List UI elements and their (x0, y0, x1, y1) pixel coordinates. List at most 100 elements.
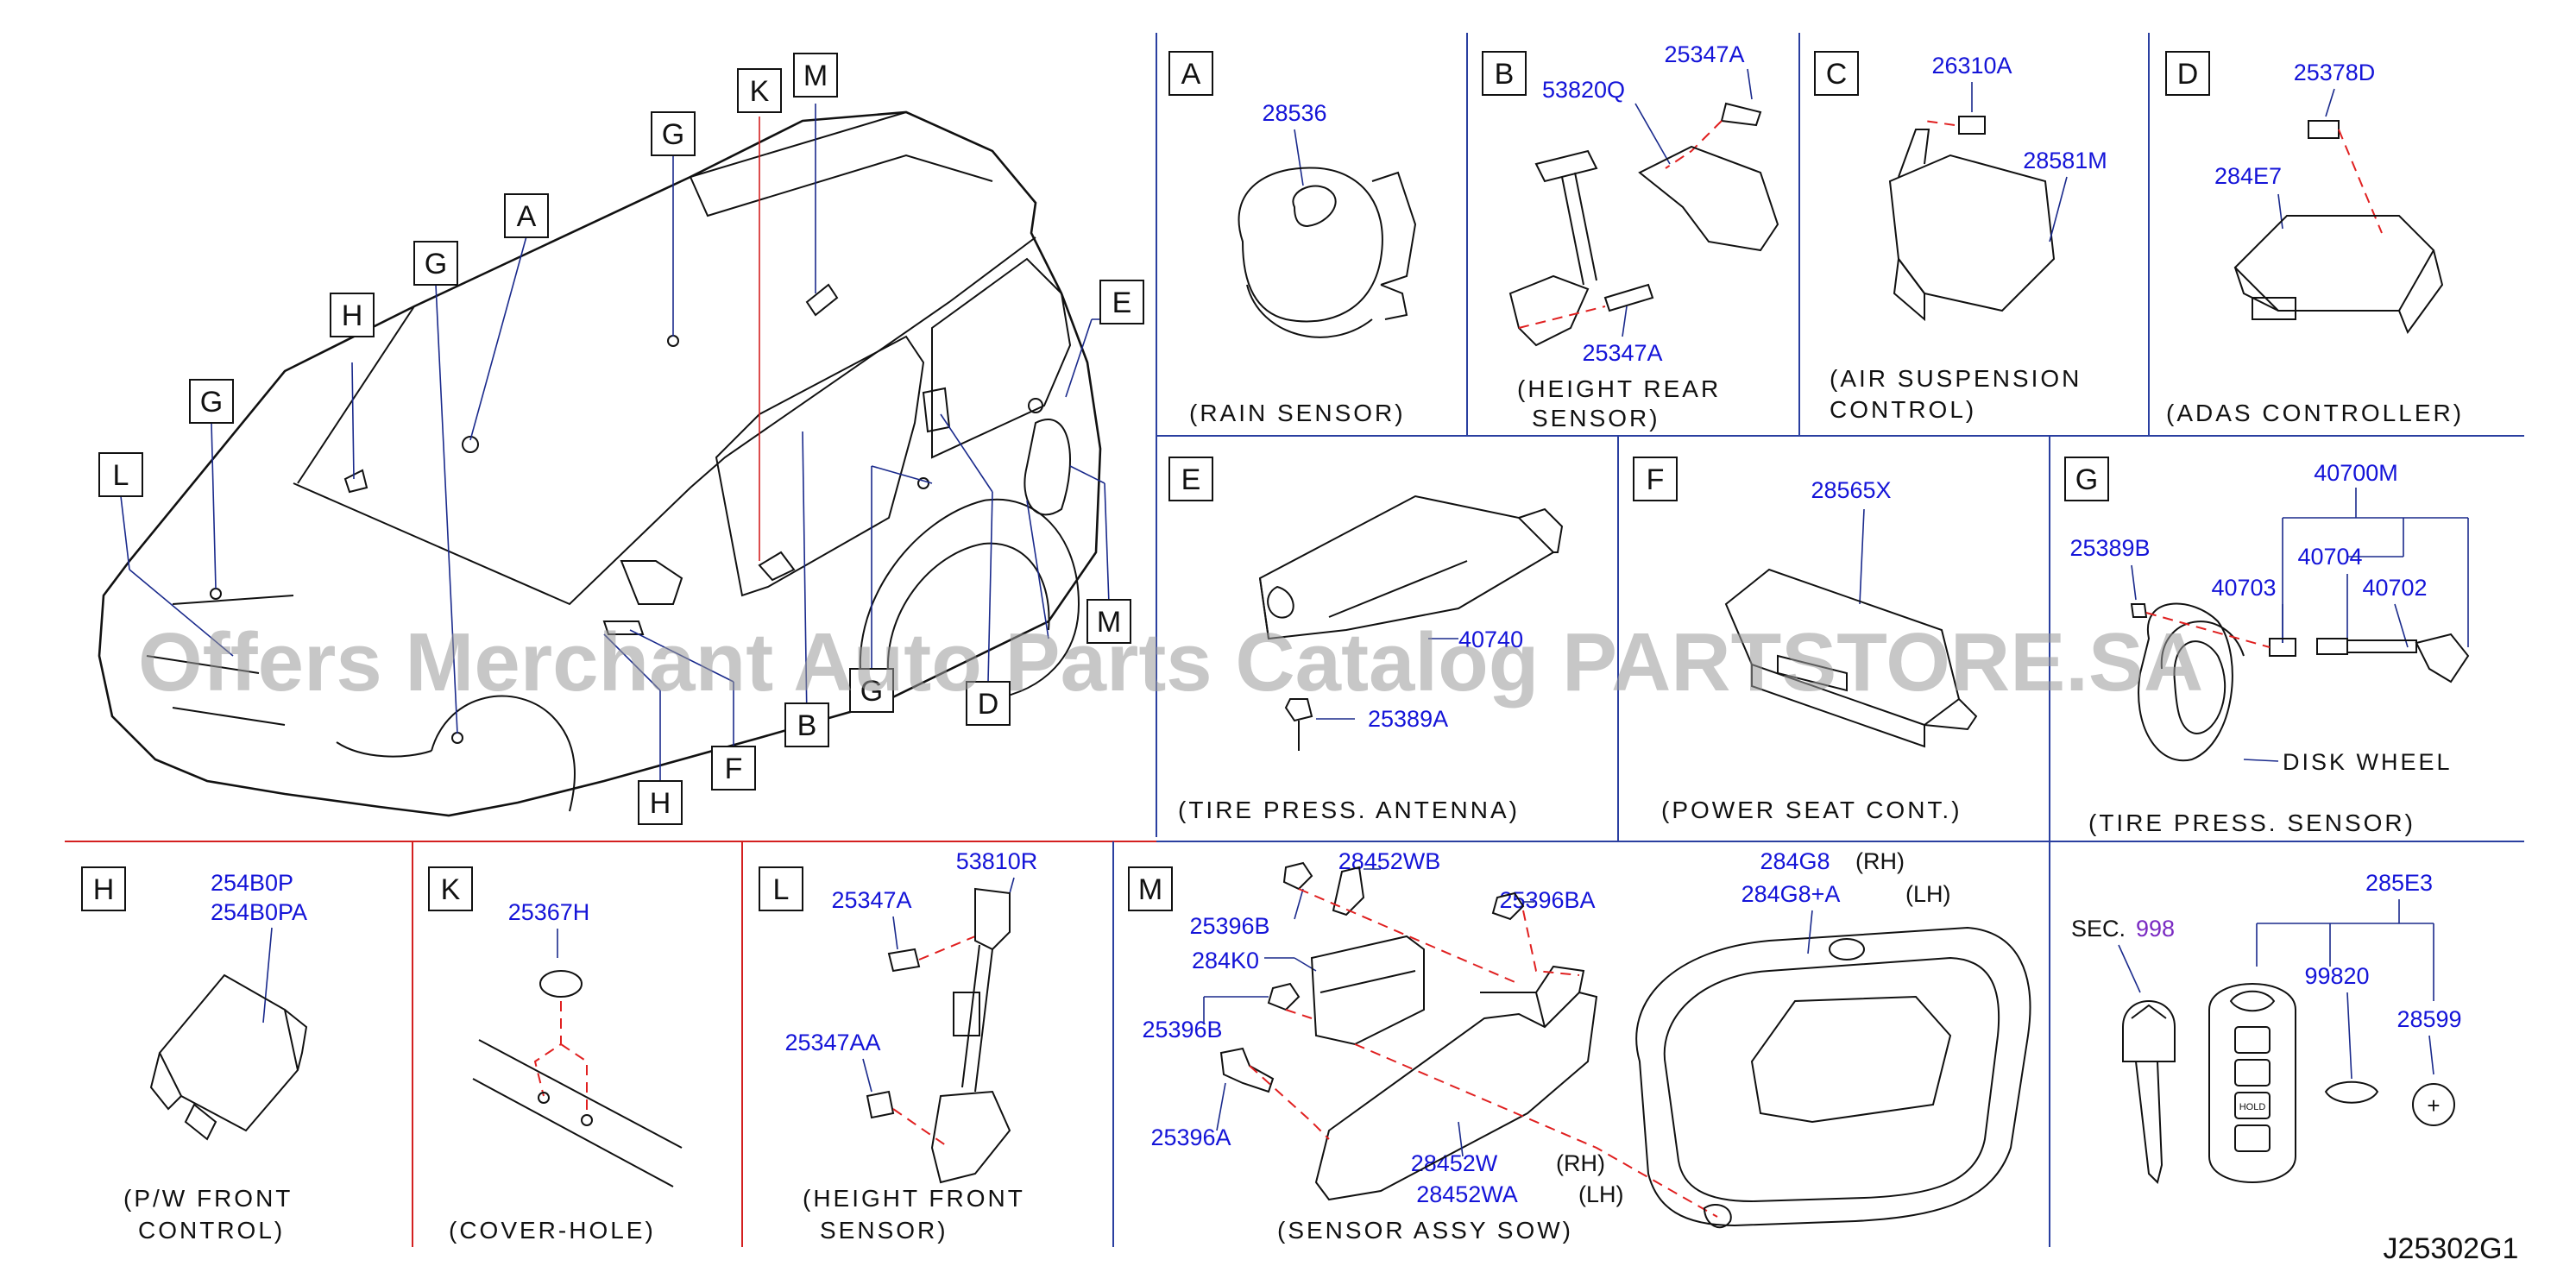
svg-text:F: F (725, 753, 743, 785)
overview-leader-lines (120, 104, 1122, 781)
drawing-number: J25302G1 (2384, 1232, 2519, 1265)
svg-text:SENSOR): SENSOR) (820, 1217, 948, 1244)
panel-grid (65, 33, 2524, 1247)
svg-text:B: B (1495, 58, 1515, 91)
panel-c-air-suspension-control: C 26310A 28581M (AIR SUSPENSION CONTROL) (1814, 51, 2107, 423)
callout-g-2: G (413, 241, 458, 286)
svg-text:(RH): (RH) (1855, 848, 1905, 874)
svg-text:26310A: 26310A (1931, 53, 2012, 79)
svg-text:A: A (517, 200, 537, 233)
panel-b-height-rear-sensor: B 25347A 53820Q 25347A (HEIGHT REAR SENS… (1482, 41, 1779, 431)
svg-text:28599: 28599 (2396, 1006, 2461, 1032)
callout-f: F (711, 746, 756, 791)
svg-text:(HEIGHT FRONT: (HEIGHT FRONT (803, 1185, 1025, 1212)
svg-text:SEC.: SEC. (2071, 916, 2126, 942)
svg-text:25347A: 25347A (1582, 340, 1662, 366)
svg-text:25347A: 25347A (1664, 41, 1744, 67)
svg-text:25389B: 25389B (2069, 535, 2150, 561)
svg-text:CONTROL): CONTROL) (138, 1217, 285, 1244)
svg-text:(COVER-HOLE): (COVER-HOLE) (449, 1217, 656, 1244)
svg-text:28452WA: 28452WA (1416, 1181, 1518, 1207)
svg-text:(SENSOR ASSY SOW): (SENSOR ASSY SOW) (1277, 1217, 1573, 1244)
svg-text:(AIR SUSPENSION: (AIR SUSPENSION (1830, 365, 2082, 392)
svg-text:284K0: 284K0 (1192, 948, 1259, 973)
panel-h-pw-front-control: H 254B0P 254B0PA (P/W FRONT CONTROL) (81, 866, 308, 1244)
svg-text:53820Q: 53820Q (1542, 77, 1625, 103)
svg-text:25396BA: 25396BA (1499, 887, 1595, 913)
svg-text:25389A: 25389A (1368, 706, 1448, 732)
svg-text:25396B: 25396B (1189, 913, 1269, 939)
callout-m-2: M (1086, 599, 1131, 644)
svg-text:284E7: 284E7 (2214, 163, 2282, 189)
svg-text:(RAIN SENSOR): (RAIN SENSOR) (1189, 400, 1406, 426)
svg-text:F: F (1647, 463, 1665, 496)
svg-text:K: K (441, 873, 461, 906)
svg-text:25347AA: 25347AA (784, 1030, 880, 1055)
svg-text:(LH): (LH) (1578, 1181, 1624, 1207)
svg-text:40703: 40703 (2211, 575, 2276, 601)
svg-text:B: B (797, 709, 817, 742)
svg-text:28565X: 28565X (1811, 477, 1891, 503)
callout-b: B (784, 702, 829, 747)
svg-text:SENSOR): SENSOR) (1532, 405, 1660, 431)
svg-text:+: + (2427, 1093, 2440, 1118)
svg-text:(HEIGHT REAR: (HEIGHT REAR (1517, 375, 1721, 402)
svg-text:G: G (2075, 463, 2098, 496)
panel-k-cover-hole: K 25367H (COVER-HOLE) (428, 866, 683, 1244)
svg-text:254B0PA: 254B0PA (211, 899, 307, 925)
svg-text:L: L (773, 873, 790, 906)
panel-key-intelligent-key: SEC. 998 285E3 99820 28599 HOLD + (2071, 870, 2462, 1184)
svg-text:G: G (200, 386, 223, 419)
panel-m-sensor-assy-sow: M 28452WB 25396BA 25396B 284K0 25396B 25… (1128, 848, 2031, 1244)
svg-text:H: H (650, 787, 671, 820)
callout-g-3: G (651, 111, 696, 156)
svg-text:25396B: 25396B (1142, 1017, 1222, 1042)
panel-a-rain-sensor: A 28536 (RAIN SENSOR) (1168, 51, 1417, 426)
callout-l: L (98, 452, 143, 497)
svg-text:K: K (750, 75, 770, 108)
svg-text:254B0P: 254B0P (211, 870, 293, 896)
svg-text:E: E (1112, 287, 1132, 319)
panel-g-tire-press-sensor: G 40700M 40704 40703 40702 25389B DISK W… (2064, 457, 2470, 836)
svg-text:A: A (1181, 58, 1201, 91)
callout-e: E (1099, 280, 1144, 324)
svg-text:25378D: 25378D (2294, 60, 2376, 85)
svg-text:(RH): (RH) (1556, 1150, 1605, 1176)
callout-g-4: G (849, 668, 894, 713)
svg-text:M: M (1097, 606, 1121, 639)
svg-text:40700M: 40700M (2314, 460, 2398, 486)
svg-text:40704: 40704 (2297, 544, 2362, 570)
svg-text:E: E (1181, 463, 1201, 496)
svg-text:99820: 99820 (2304, 963, 2369, 989)
panel-f-power-seat-cont: F 28565X (POWER SEAT CONT.) (1633, 457, 1978, 823)
overview-callouts: A B D E F G G G G H H K L M M (98, 53, 1144, 825)
svg-text:(P/W FRONT: (P/W FRONT (123, 1185, 293, 1212)
svg-text:L: L (113, 459, 129, 492)
svg-text:284G8: 284G8 (1760, 848, 1830, 874)
svg-text:G: G (860, 675, 883, 708)
svg-text:G: G (425, 248, 447, 280)
callout-h-2: H (638, 780, 683, 825)
svg-text:28581M: 28581M (2023, 148, 2107, 173)
callout-h-1: H (330, 293, 375, 337)
svg-text:28452W: 28452W (1411, 1150, 1498, 1176)
svg-text:(TIRE PRESS. ANTENNA): (TIRE PRESS. ANTENNA) (1178, 797, 1520, 823)
svg-text:28452WB: 28452WB (1338, 848, 1441, 874)
svg-text:(LH): (LH) (1905, 881, 1951, 907)
panel-d-adas-controller: D 25378D 284E7 (ADAS CONTROLLER) (2165, 51, 2464, 426)
svg-text:25396A: 25396A (1150, 1124, 1231, 1150)
svg-text:C: C (1826, 58, 1848, 91)
svg-text:25367H: 25367H (508, 899, 590, 925)
callout-d: D (966, 681, 1011, 726)
svg-text:(POWER SEAT CONT.): (POWER SEAT CONT.) (1661, 797, 1962, 823)
svg-text:CONTROL): CONTROL) (1830, 396, 1976, 423)
callout-k: K (737, 68, 782, 113)
svg-text:998: 998 (2136, 916, 2175, 942)
watermark-text: Offers Merchant Auto Parts Catalog PARTS… (138, 616, 2203, 709)
svg-text:284G8+A: 284G8+A (1741, 881, 1841, 907)
callout-m-1: M (793, 53, 838, 98)
svg-text:(ADAS CONTROLLER): (ADAS CONTROLLER) (2166, 400, 2464, 426)
svg-text:D: D (2177, 58, 2199, 91)
